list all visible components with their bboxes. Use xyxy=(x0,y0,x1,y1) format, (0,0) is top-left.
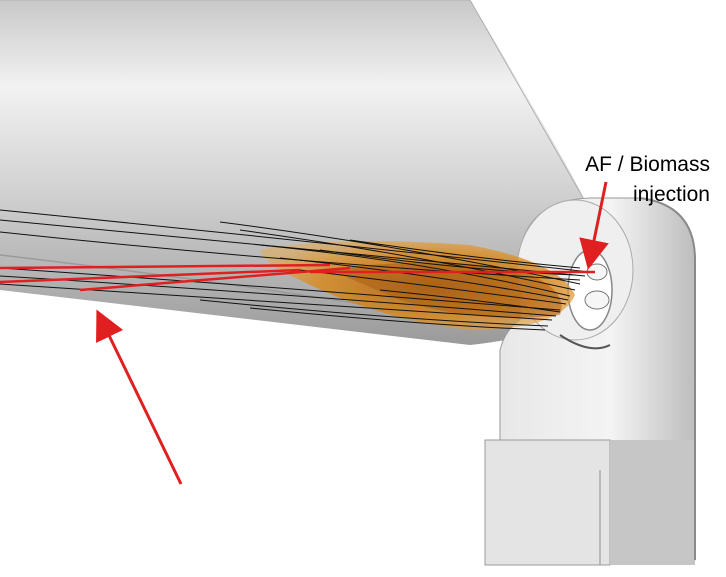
af-trajectories xyxy=(0,263,595,292)
injection-label-line1: AF / Biomass xyxy=(585,153,710,176)
particle-streamlines xyxy=(0,209,591,331)
injection-label-line2: injection xyxy=(632,183,710,206)
kiln-shell-arrow xyxy=(96,309,183,485)
injection-arrow xyxy=(579,181,609,270)
